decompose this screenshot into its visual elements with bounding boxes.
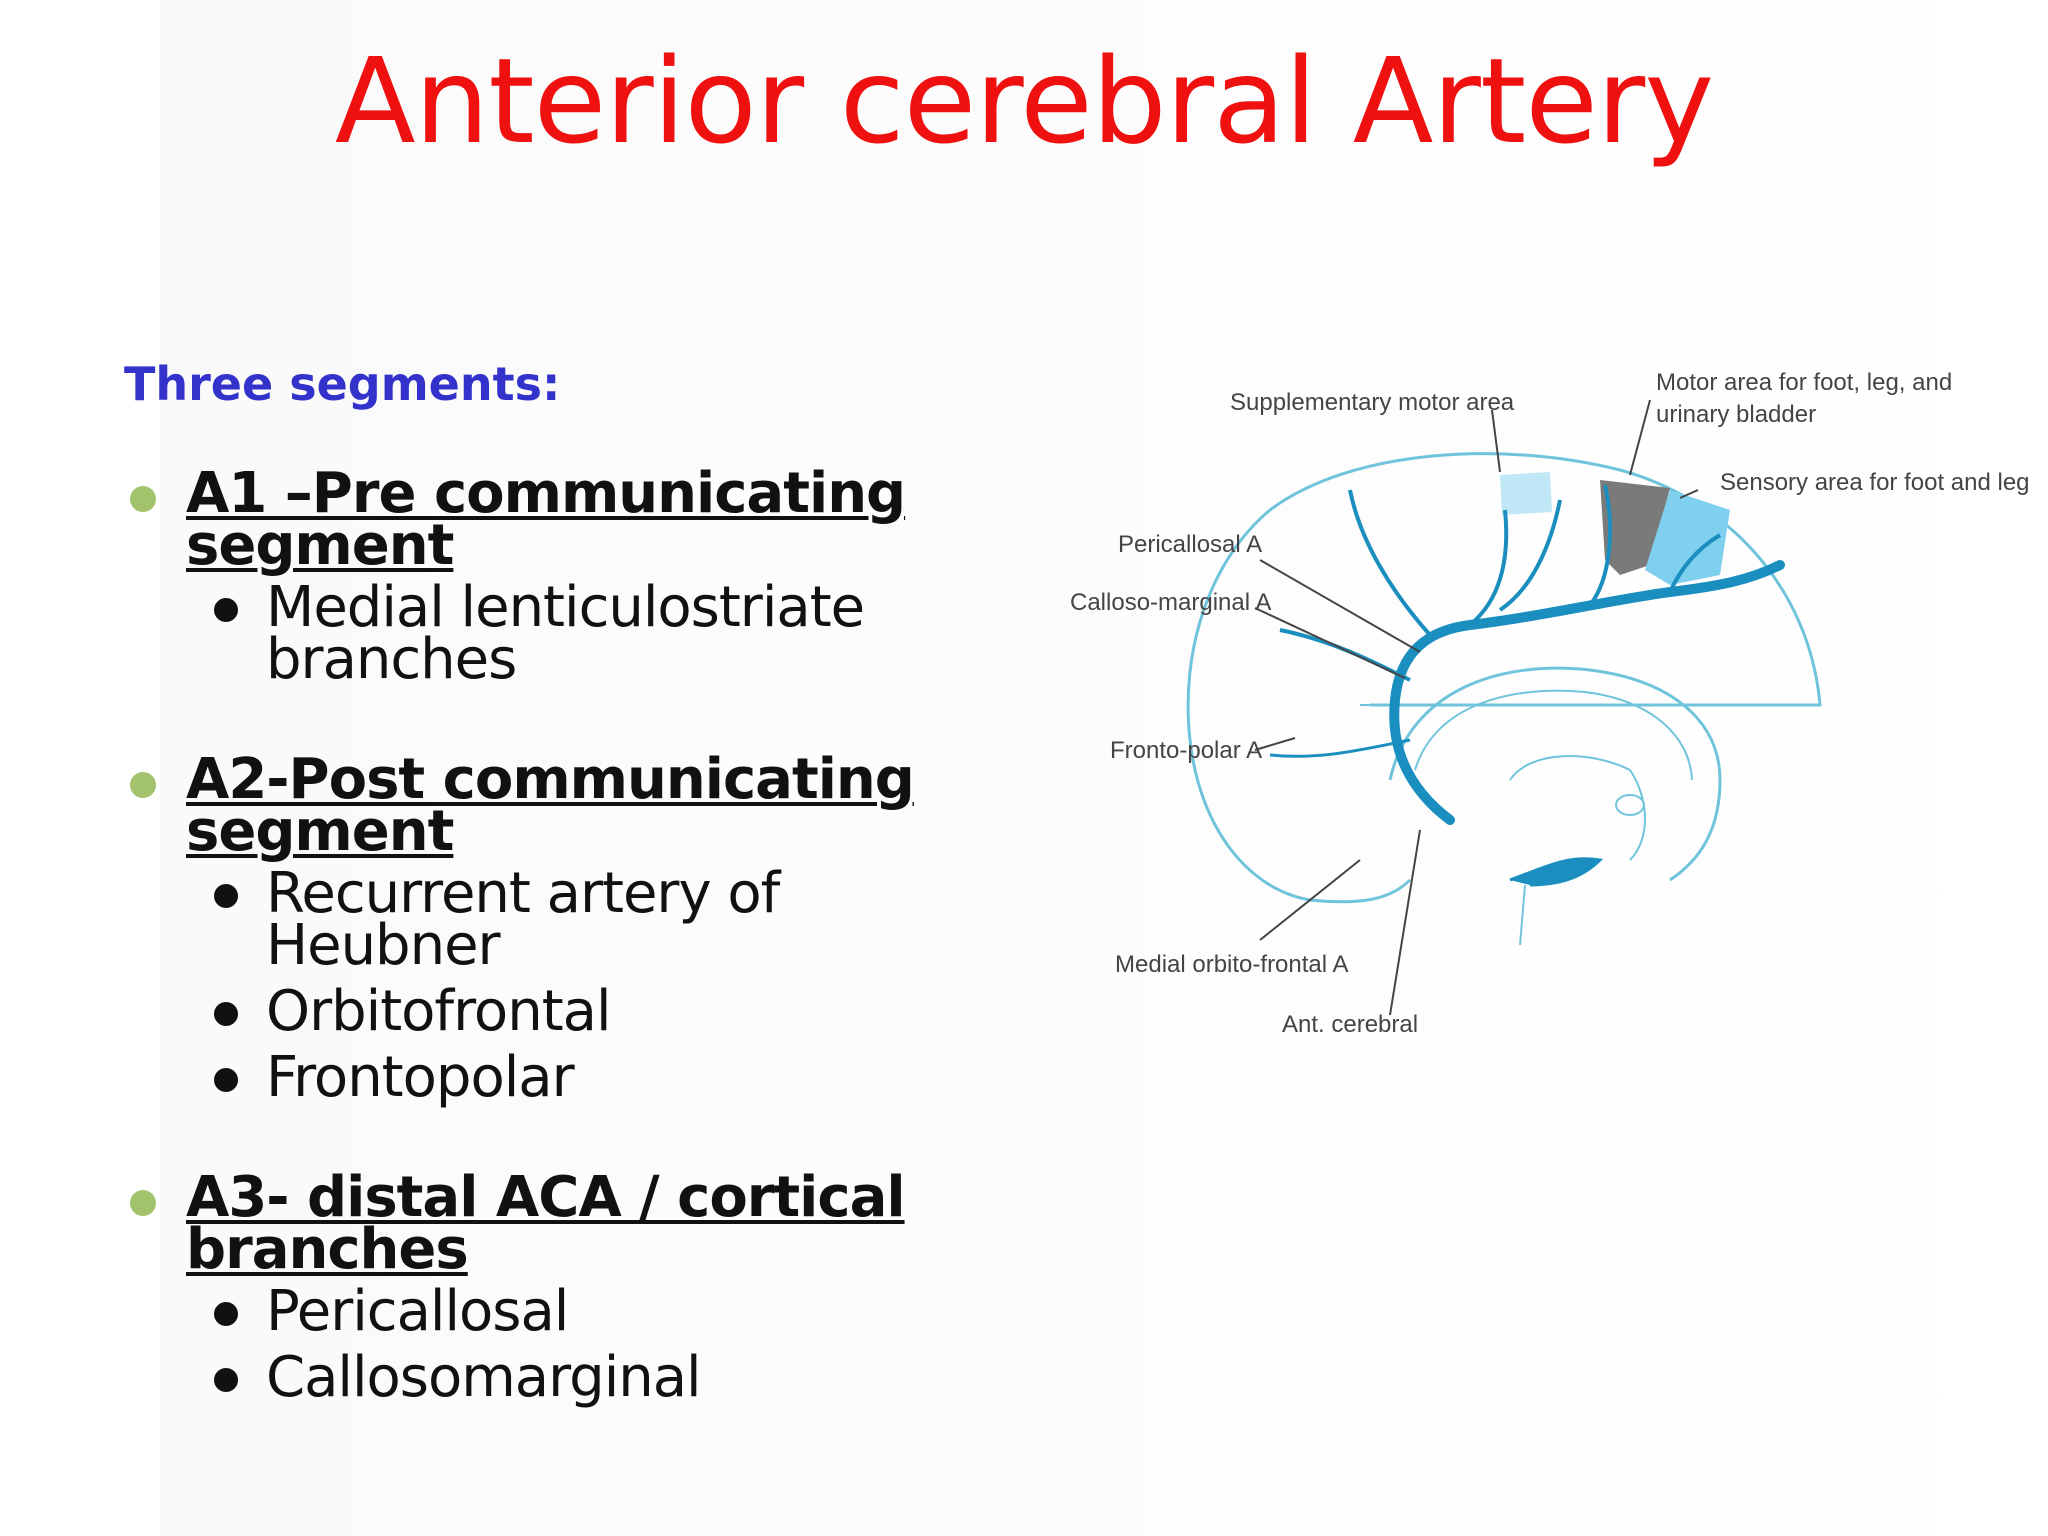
corpus-callosum-inner <box>1414 689 1693 781</box>
slide-title: Anterior cerebral Artery <box>334 32 1714 170</box>
ventricle-shape <box>1615 794 1645 816</box>
list-item: Callosomarginal <box>214 1350 1024 1406</box>
label-sensory-area: Sensory area for foot and leg <box>1720 469 2030 496</box>
list-item: Frontopolar <box>214 1050 1024 1106</box>
calloso-marginal-branch <box>1498 499 1562 612</box>
bullet-icon <box>130 486 156 512</box>
list-item: Pericallosal <box>214 1284 1024 1340</box>
segments-intro: Three segments: <box>124 357 561 411</box>
pericallosal-branch <box>1468 509 1509 627</box>
slide-background <box>160 0 2048 1536</box>
bullet-icon <box>214 1068 238 1092</box>
list-item: Orbitofrontal <box>214 984 1024 1040</box>
bullet-icon <box>214 1368 238 1392</box>
brainstem-line <box>1519 884 1526 946</box>
label-motor-area: Motor area for foot, leg, and <box>1656 369 1952 396</box>
leader-line <box>1629 399 1651 476</box>
bullet-icon <box>214 1002 238 1026</box>
bullet-icon <box>214 1302 238 1326</box>
label-medial-orbito-frontal: Medial orbito-frontal A <box>1115 951 1348 978</box>
fronto-polar-branch <box>1279 628 1411 682</box>
label-motor-area-line2: urinary bladder <box>1656 401 1816 428</box>
leader-line <box>1389 829 1421 1016</box>
bullet-icon <box>130 772 156 798</box>
leader-line <box>1254 607 1406 679</box>
branch-vessel <box>1269 738 1411 758</box>
branch-vessel <box>1588 484 1612 607</box>
branch-vessel <box>1668 533 1722 593</box>
bullet-icon <box>214 884 238 908</box>
label-fronto-polar: Fronto-polar A <box>1110 737 1262 764</box>
label-supplementary-motor-area: Supplementary motor area <box>1230 389 1515 416</box>
bullet-icon <box>130 1190 156 1216</box>
branch-list: Pericallosal Callosomarginal <box>124 1284 1024 1406</box>
leader-line <box>1259 859 1361 941</box>
leader-line <box>1679 489 1699 499</box>
leader-line <box>1491 409 1501 473</box>
aca-territory-diagram: Supplementary motor area Motor area for … <box>1070 369 2030 1038</box>
leader-line <box>1259 559 1421 653</box>
thalamus-contour <box>1509 755 1646 861</box>
sensory-area <box>1645 490 1730 585</box>
branch-vessel <box>1348 489 1432 637</box>
label-calloso-marginal: Calloso-marginal A <box>1070 589 1271 616</box>
brainstem-vessel <box>1509 857 1604 887</box>
label-ant-cerebral: Ant. cerebral <box>1282 1011 1418 1038</box>
corpus-callosum <box>1388 666 1722 882</box>
bullet-icon <box>214 598 238 622</box>
leader-line <box>1254 737 1296 751</box>
label-pericallosal: Pericallosal A <box>1118 531 1262 558</box>
supplementary-motor-area <box>1500 472 1552 515</box>
